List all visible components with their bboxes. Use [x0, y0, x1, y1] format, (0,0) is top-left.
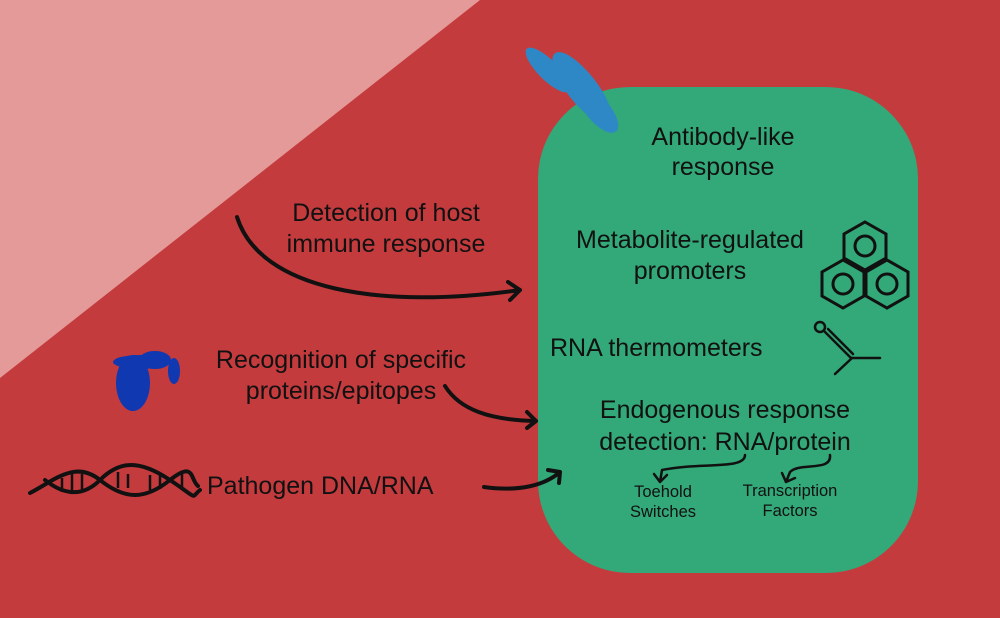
transcription-arrow — [780, 453, 832, 484]
sensor-panel — [538, 87, 918, 573]
rna-hairpin-icon — [813, 320, 882, 376]
endogenous-label-2: detection: RNA/protein — [599, 428, 851, 456]
antibody-label-2: response — [672, 153, 775, 181]
proteins-arrow — [443, 384, 538, 430]
antibody-icon — [525, 47, 619, 133]
host-immune-label-2: immune response — [287, 230, 486, 258]
corner-triangle — [0, 0, 480, 378]
molecule-icon — [820, 220, 910, 310]
toehold-arrow — [652, 453, 747, 484]
pathogen-arrow — [482, 468, 562, 491]
endogenous-label-1: Endogenous response — [600, 396, 850, 424]
metabolite-label-2: promoters — [634, 257, 747, 285]
transcription-label-1: Transcription — [743, 482, 838, 500]
toehold-label-1: Toehold — [634, 483, 692, 501]
protein-icon — [113, 351, 180, 411]
proteins-label-1: Recognition of specific — [216, 346, 466, 374]
toehold-label-2: Switches — [630, 503, 696, 521]
rna-thermometer-label: RNA thermometers — [550, 334, 763, 362]
pathogen-label: Pathogen DNA/RNA — [207, 472, 434, 500]
proteins-label-2: proteins/epitopes — [246, 377, 436, 405]
metabolite-label-1: Metabolite-regulated — [576, 226, 804, 254]
host-immune-arrow — [235, 215, 522, 302]
transcription-label-2: Factors — [762, 502, 817, 520]
dna-icon — [28, 463, 202, 498]
host-immune-label-1: Detection of host — [292, 199, 480, 227]
antibody-label-1: Antibody-like — [651, 123, 794, 151]
